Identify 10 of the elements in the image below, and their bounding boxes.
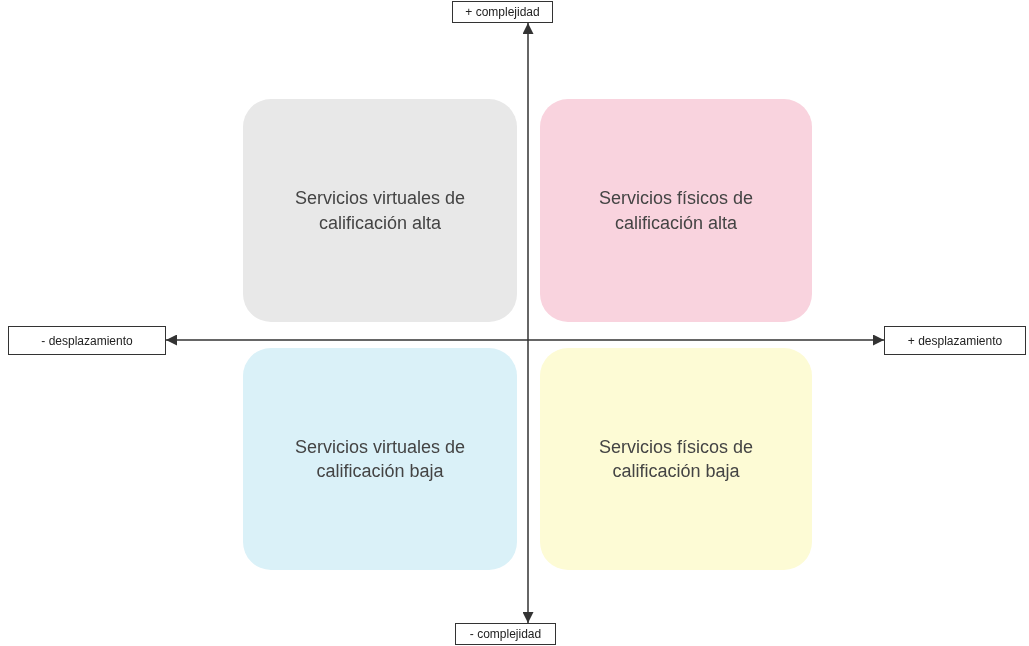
quadrant-box: Servicios virtuales de calificación alta [243,99,517,322]
axis-label: + desplazamiento [884,326,1026,355]
axis-arrow [165,334,885,346]
axis-label: - complejidad [455,623,556,645]
axis-label: + complejidad [452,1,553,23]
quadrant-box: Servicios físicos de calificación baja [540,348,812,570]
axis-arrow [522,22,534,624]
quadrant-box: Servicios virtuales de calificación baja [243,348,517,570]
quadrant-box: Servicios físicos de calificación alta [540,99,812,322]
axis-label: - desplazamiento [8,326,166,355]
